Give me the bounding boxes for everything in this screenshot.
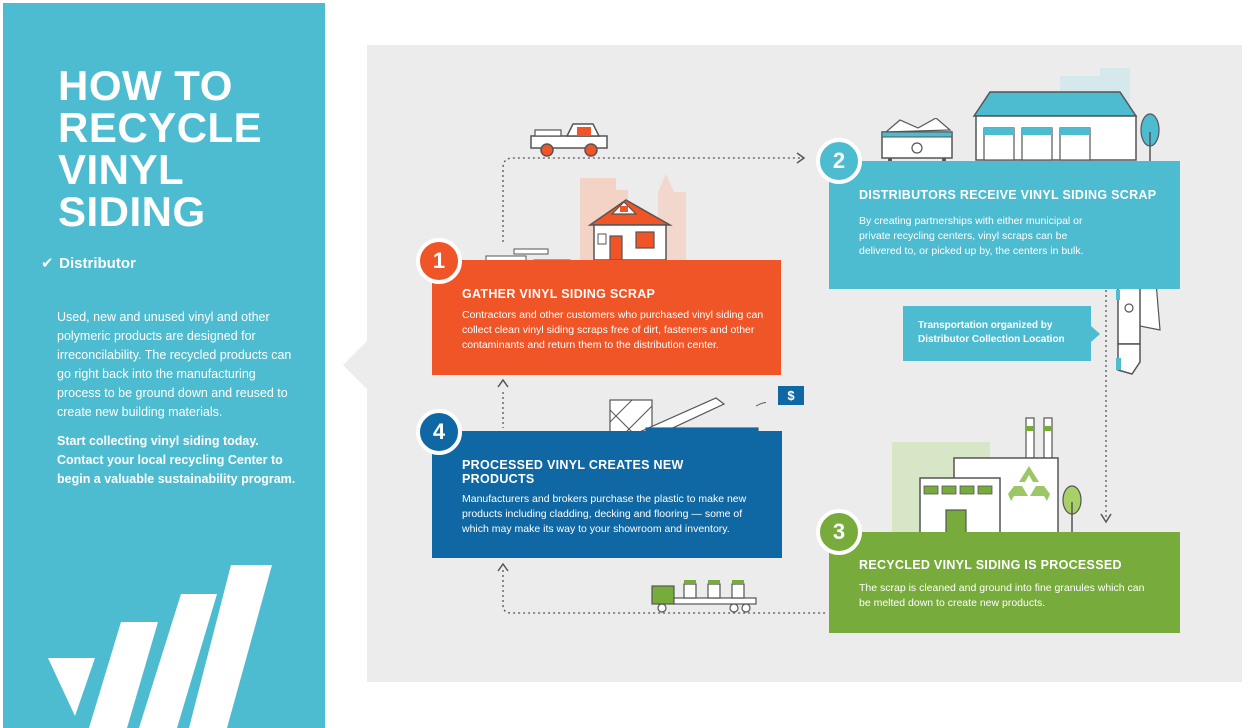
step-2-card: DISTRIBUTORS RECEIVE VINYL SIDING SCRAP …: [829, 161, 1180, 289]
recycle-icon: [1008, 466, 1050, 501]
step-1-card: GATHER VINYL SIDING SCRAP Contractors an…: [432, 260, 781, 375]
step-1-badge: 1: [416, 238, 462, 284]
pickup-truck-icon: [530, 123, 608, 157]
brand-logo: [48, 565, 272, 728]
page-title: HOW TO RECYCLE VINYL SIDING: [58, 62, 263, 235]
panel-pointer: [343, 341, 367, 389]
callout-pointer: [1091, 326, 1100, 342]
factory-icon: [892, 417, 1059, 535]
step-1-text: Contractors and other customers who purc…: [462, 309, 764, 351]
description-text: Used, new and unused vinyl and other pol…: [57, 310, 292, 419]
step-4-text: Manufacturers and brokers purchase the p…: [462, 493, 747, 535]
step-3-title: RECYCLED VINYL SIDING IS PROCESSED: [859, 558, 1122, 572]
tree-icon: [1140, 113, 1160, 162]
flatbed-truck-icon: [651, 580, 757, 613]
step-4-card: PROCESSED VINYL CREATES NEW PRODUCTS Man…: [432, 431, 782, 558]
step-1-title: GATHER VINYL SIDING SCRAP: [462, 287, 656, 301]
dumpster-icon: [881, 118, 953, 162]
call-to-action-text: Start collecting vinyl siding today. Con…: [57, 434, 296, 486]
step-3-badge: 3: [816, 509, 862, 555]
breadcrumb[interactable]: ✔ Distributor: [41, 254, 136, 272]
step-4-title: PROCESSED VINYL CREATES NEW PRODUCTS: [462, 458, 684, 486]
sidebar: HOW TO RECYCLE VINYL SIDING ✔ Distributo…: [3, 3, 325, 728]
step-3-card: RECYCLED VINYL SIDING IS PROCESSED The s…: [829, 532, 1180, 633]
step-3-text: The scrap is cleaned and ground into fin…: [859, 582, 1145, 609]
transport-callout: Transportation organized by Distributor …: [903, 306, 1100, 361]
step-2-title: DISTRIBUTORS RECEIVE VINYL SIDING SCRAP: [859, 188, 1157, 202]
transport-note: Transportation organized by Distributor …: [918, 320, 1065, 345]
warehouse-icon: [972, 68, 1138, 161]
breadcrumb-label: Distributor: [59, 255, 136, 272]
tree-icon: [1062, 485, 1082, 532]
house-icon: [580, 174, 686, 261]
check-icon: ✔: [41, 255, 54, 272]
step-4-badge: 4: [416, 409, 462, 455]
step-2-badge: 2: [816, 138, 862, 184]
price-tag-icon: $: [778, 386, 804, 405]
step-2-text: By creating partnerships with either mun…: [859, 215, 1084, 257]
